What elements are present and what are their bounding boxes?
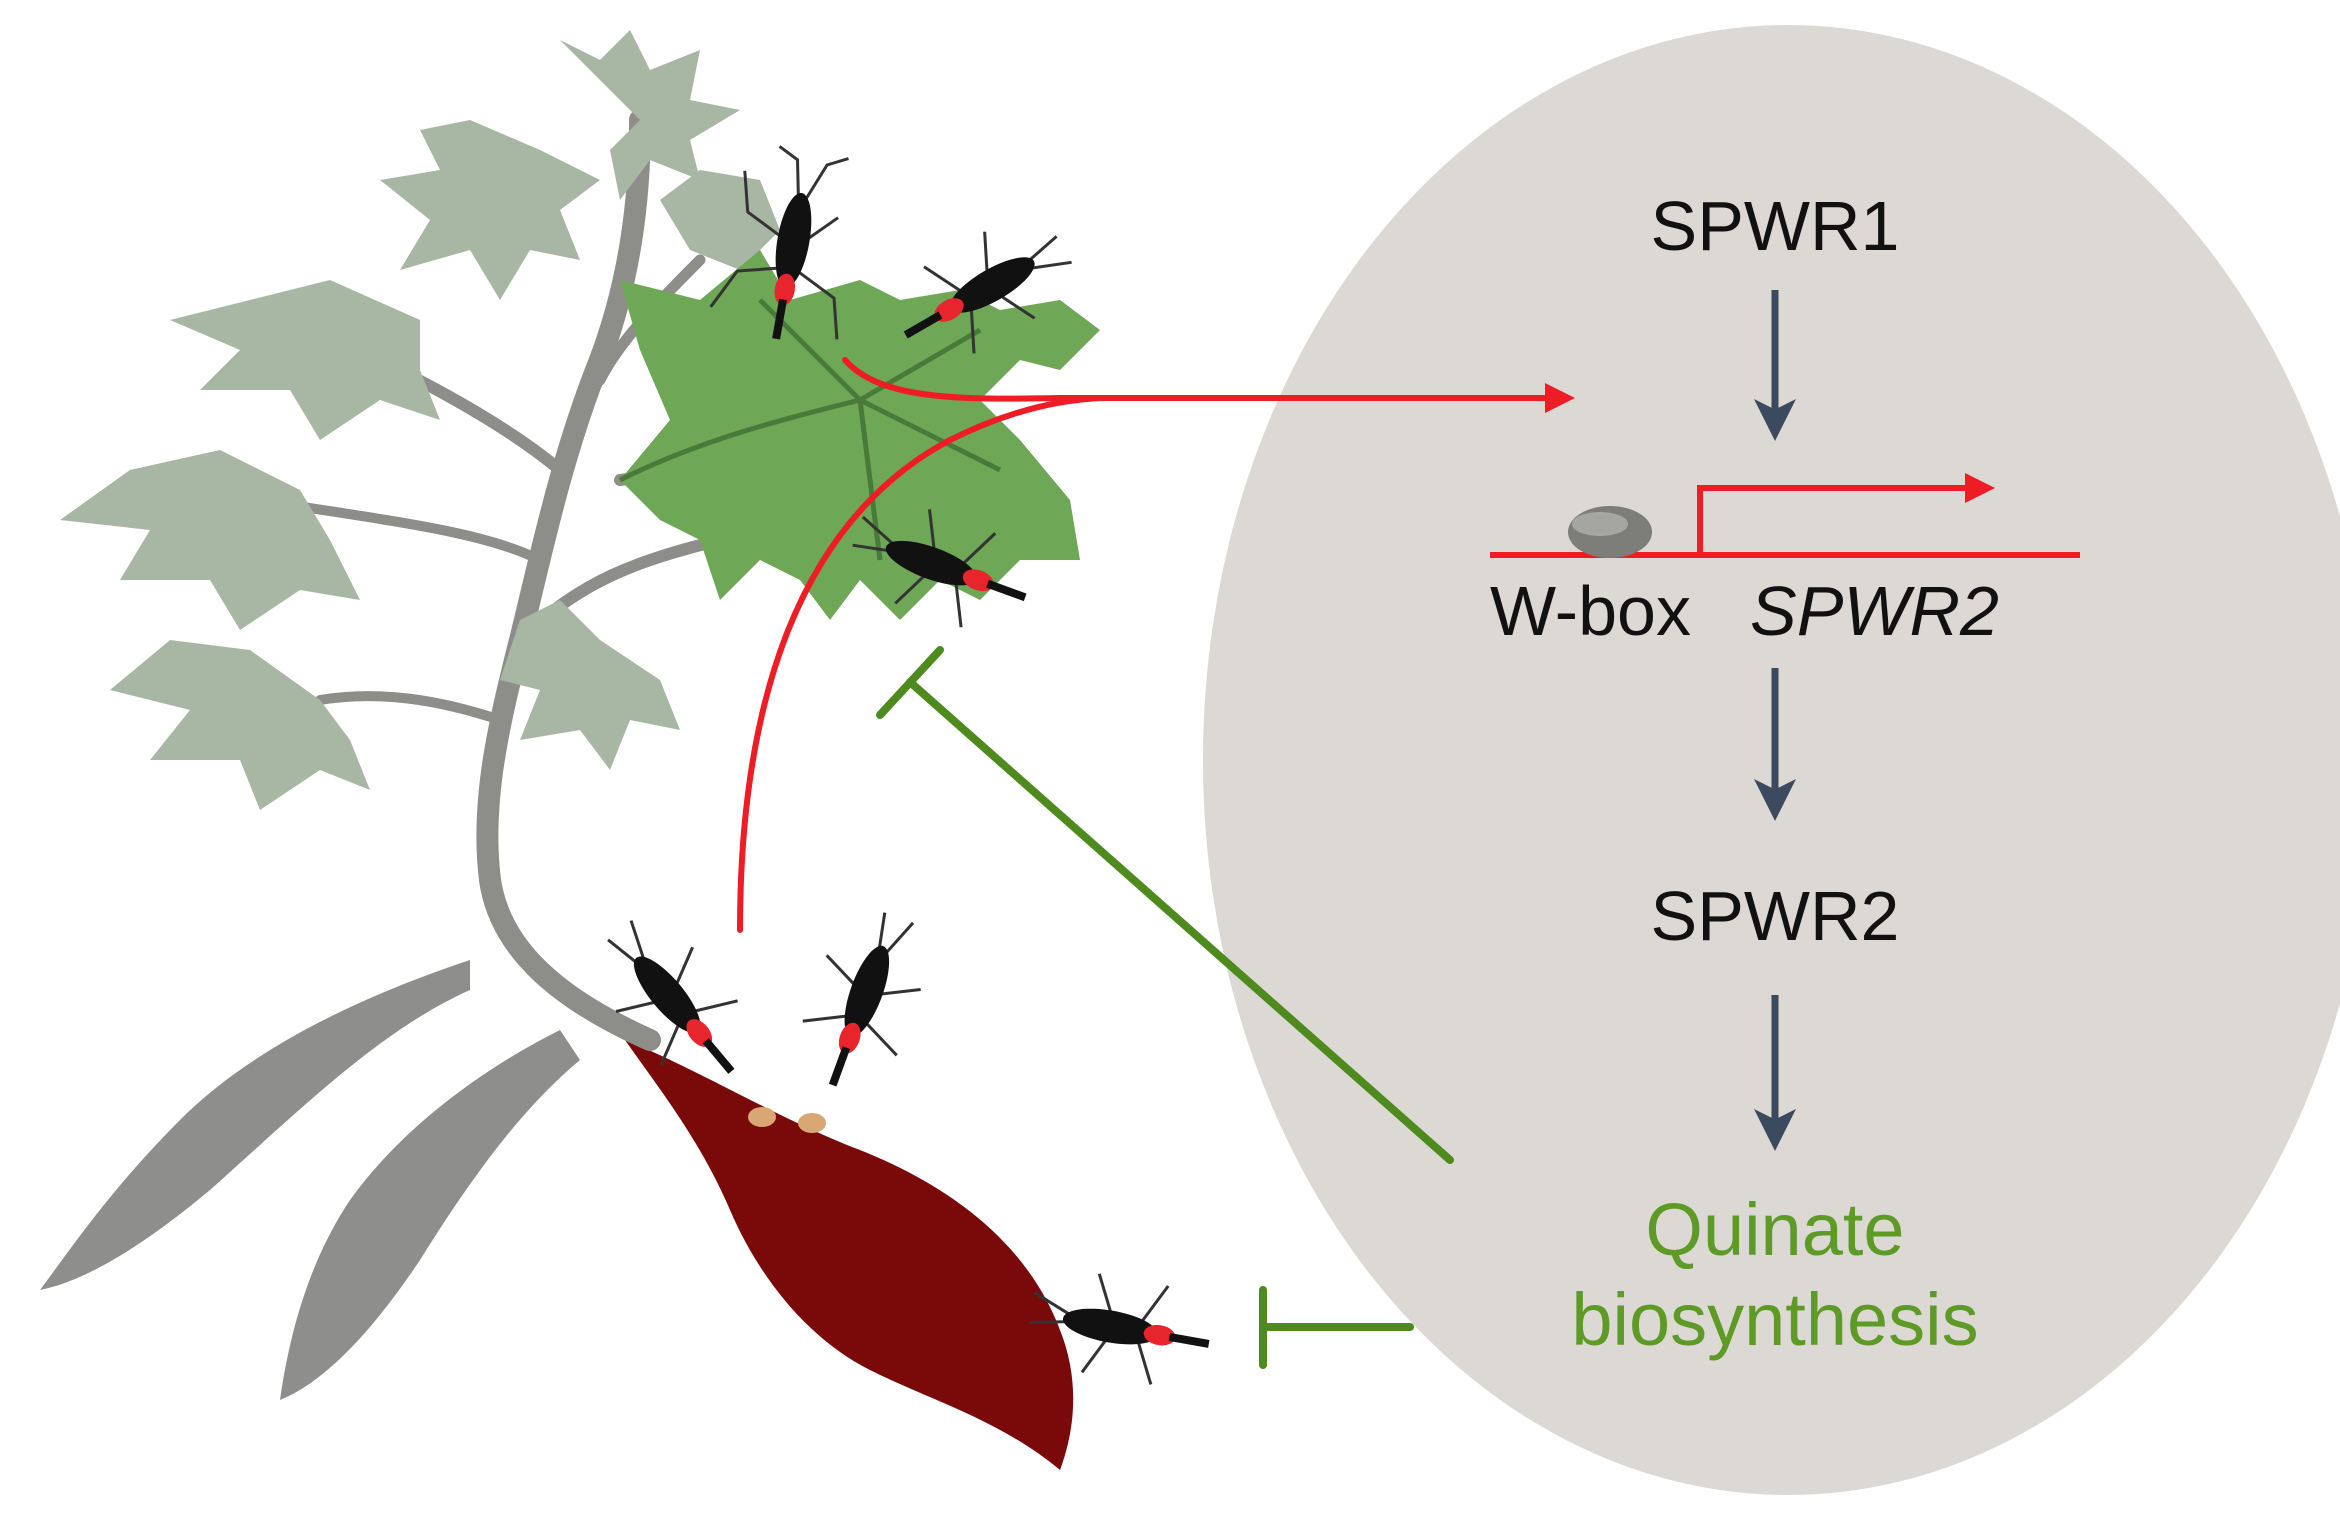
- weevil-body: [844, 945, 890, 1037]
- weevil-legs: [802, 912, 921, 1057]
- leaf-vein: [618, 298, 1002, 561]
- weevil-icon: [903, 231, 1072, 354]
- weevil-legs: [607, 920, 738, 1066]
- weevil-thorax: [774, 273, 796, 306]
- active-leaf: [620, 250, 1100, 620]
- weevil-body: [949, 257, 1035, 313]
- weevil-body: [885, 540, 977, 586]
- w-box-protein-highlight: [1572, 512, 1628, 536]
- quinate-label-line2: biosynthesis: [1571, 1278, 1978, 1361]
- weevil-snout: [1168, 1333, 1210, 1348]
- weevil-snout: [828, 1046, 851, 1087]
- inhibit-bar-leaf: [876, 646, 944, 719]
- weevil-snout: [772, 298, 787, 340]
- weevil-icon: [607, 920, 738, 1074]
- leaf: [380, 120, 600, 300]
- storage-root: [625, 1040, 1074, 1470]
- spwr1-label: SPWR1: [1651, 187, 1900, 265]
- weevil-legs: [852, 509, 997, 628]
- weevil-icon: [852, 509, 1027, 628]
- weevil-body: [633, 956, 701, 1033]
- insects: [607, 145, 1210, 1385]
- quinate-label-line1: Quinate: [1645, 1188, 1904, 1271]
- weevil-icon: [709, 145, 849, 340]
- root-spot: [798, 1113, 826, 1133]
- weevil-thorax: [686, 1019, 713, 1047]
- weevil-body: [775, 192, 812, 288]
- wbox-label: W-box: [1490, 572, 1691, 650]
- inhibit-line-leaf: [906, 678, 1454, 1164]
- sweet-potato-plant-icon: [40, 30, 1100, 1470]
- leaf: [660, 170, 780, 270]
- weevil-thorax: [1143, 1324, 1176, 1346]
- weevil-legs: [1029, 1273, 1170, 1385]
- weevil-body: [1062, 1308, 1158, 1345]
- root-middle: [280, 1030, 580, 1400]
- tss-arrow: [1697, 473, 1995, 555]
- weevil-snout: [702, 1038, 735, 1074]
- signal-arrow-from-leaf: [842, 357, 1575, 413]
- weevil-snout: [903, 311, 943, 339]
- weevil-legs: [709, 145, 849, 340]
- weevil-thorax: [838, 1022, 861, 1054]
- weevil-thorax: [934, 298, 964, 322]
- root-left: [40, 960, 470, 1290]
- signal-arrow-from-root: [737, 395, 1103, 933]
- leaf: [110, 640, 370, 810]
- leaf: [560, 30, 740, 200]
- leaf: [60, 450, 360, 630]
- weevil-icon: [802, 912, 921, 1087]
- weevil-thorax: [962, 569, 994, 592]
- pale-leaves: [60, 30, 780, 810]
- leaf: [500, 600, 680, 770]
- weevil-legs: [923, 231, 1072, 354]
- weevil-icon: [1029, 1273, 1210, 1385]
- weevil-snout: [986, 579, 1027, 602]
- leaf: [170, 280, 440, 440]
- root-spot: [748, 1107, 776, 1127]
- stem-branch: [315, 691, 505, 725]
- spwr2-protein-label: SPWR2: [1651, 877, 1900, 955]
- spwr2-gene-label: SPWR2: [1750, 572, 1999, 650]
